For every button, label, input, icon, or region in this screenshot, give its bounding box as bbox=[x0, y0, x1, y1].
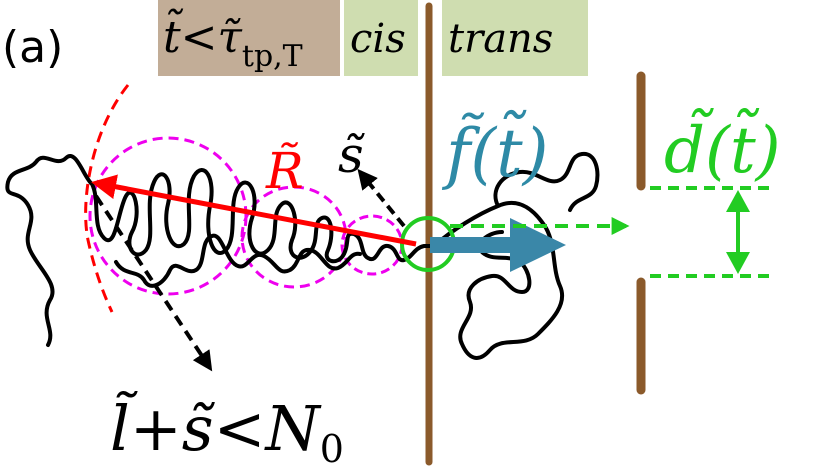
ls-arrow bbox=[94, 194, 213, 372]
radius-arc bbox=[84, 84, 130, 313]
trans-tag-bg bbox=[442, 0, 588, 76]
force-arrowhead bbox=[510, 218, 566, 272]
opening-arrowhead-down bbox=[726, 252, 750, 274]
force-label: f̃(t̃) bbox=[441, 110, 548, 192]
condition-tag-bg bbox=[158, 0, 340, 76]
cis-tag-bg bbox=[344, 0, 418, 76]
s-arrow bbox=[357, 168, 406, 228]
panel-label: (a) bbox=[2, 22, 63, 73]
radius-label: R̃ bbox=[265, 141, 304, 200]
polymer-cis-inner bbox=[114, 233, 362, 288]
trans-tag: trans bbox=[448, 16, 553, 62]
polymer-cis bbox=[5, 154, 434, 347]
opening-arrowhead-up bbox=[726, 190, 750, 212]
constraint-label: l̃+s̃<N0 bbox=[110, 391, 344, 469]
distance-label: d̃(t̃) bbox=[664, 108, 781, 188]
radius-arrow bbox=[91, 174, 417, 247]
cis-tag: cis bbox=[350, 16, 406, 62]
s-label: s̃ bbox=[338, 126, 365, 184]
condition-tag: t̃<τ̃tp,T bbox=[163, 7, 303, 74]
blob-small bbox=[340, 214, 404, 276]
